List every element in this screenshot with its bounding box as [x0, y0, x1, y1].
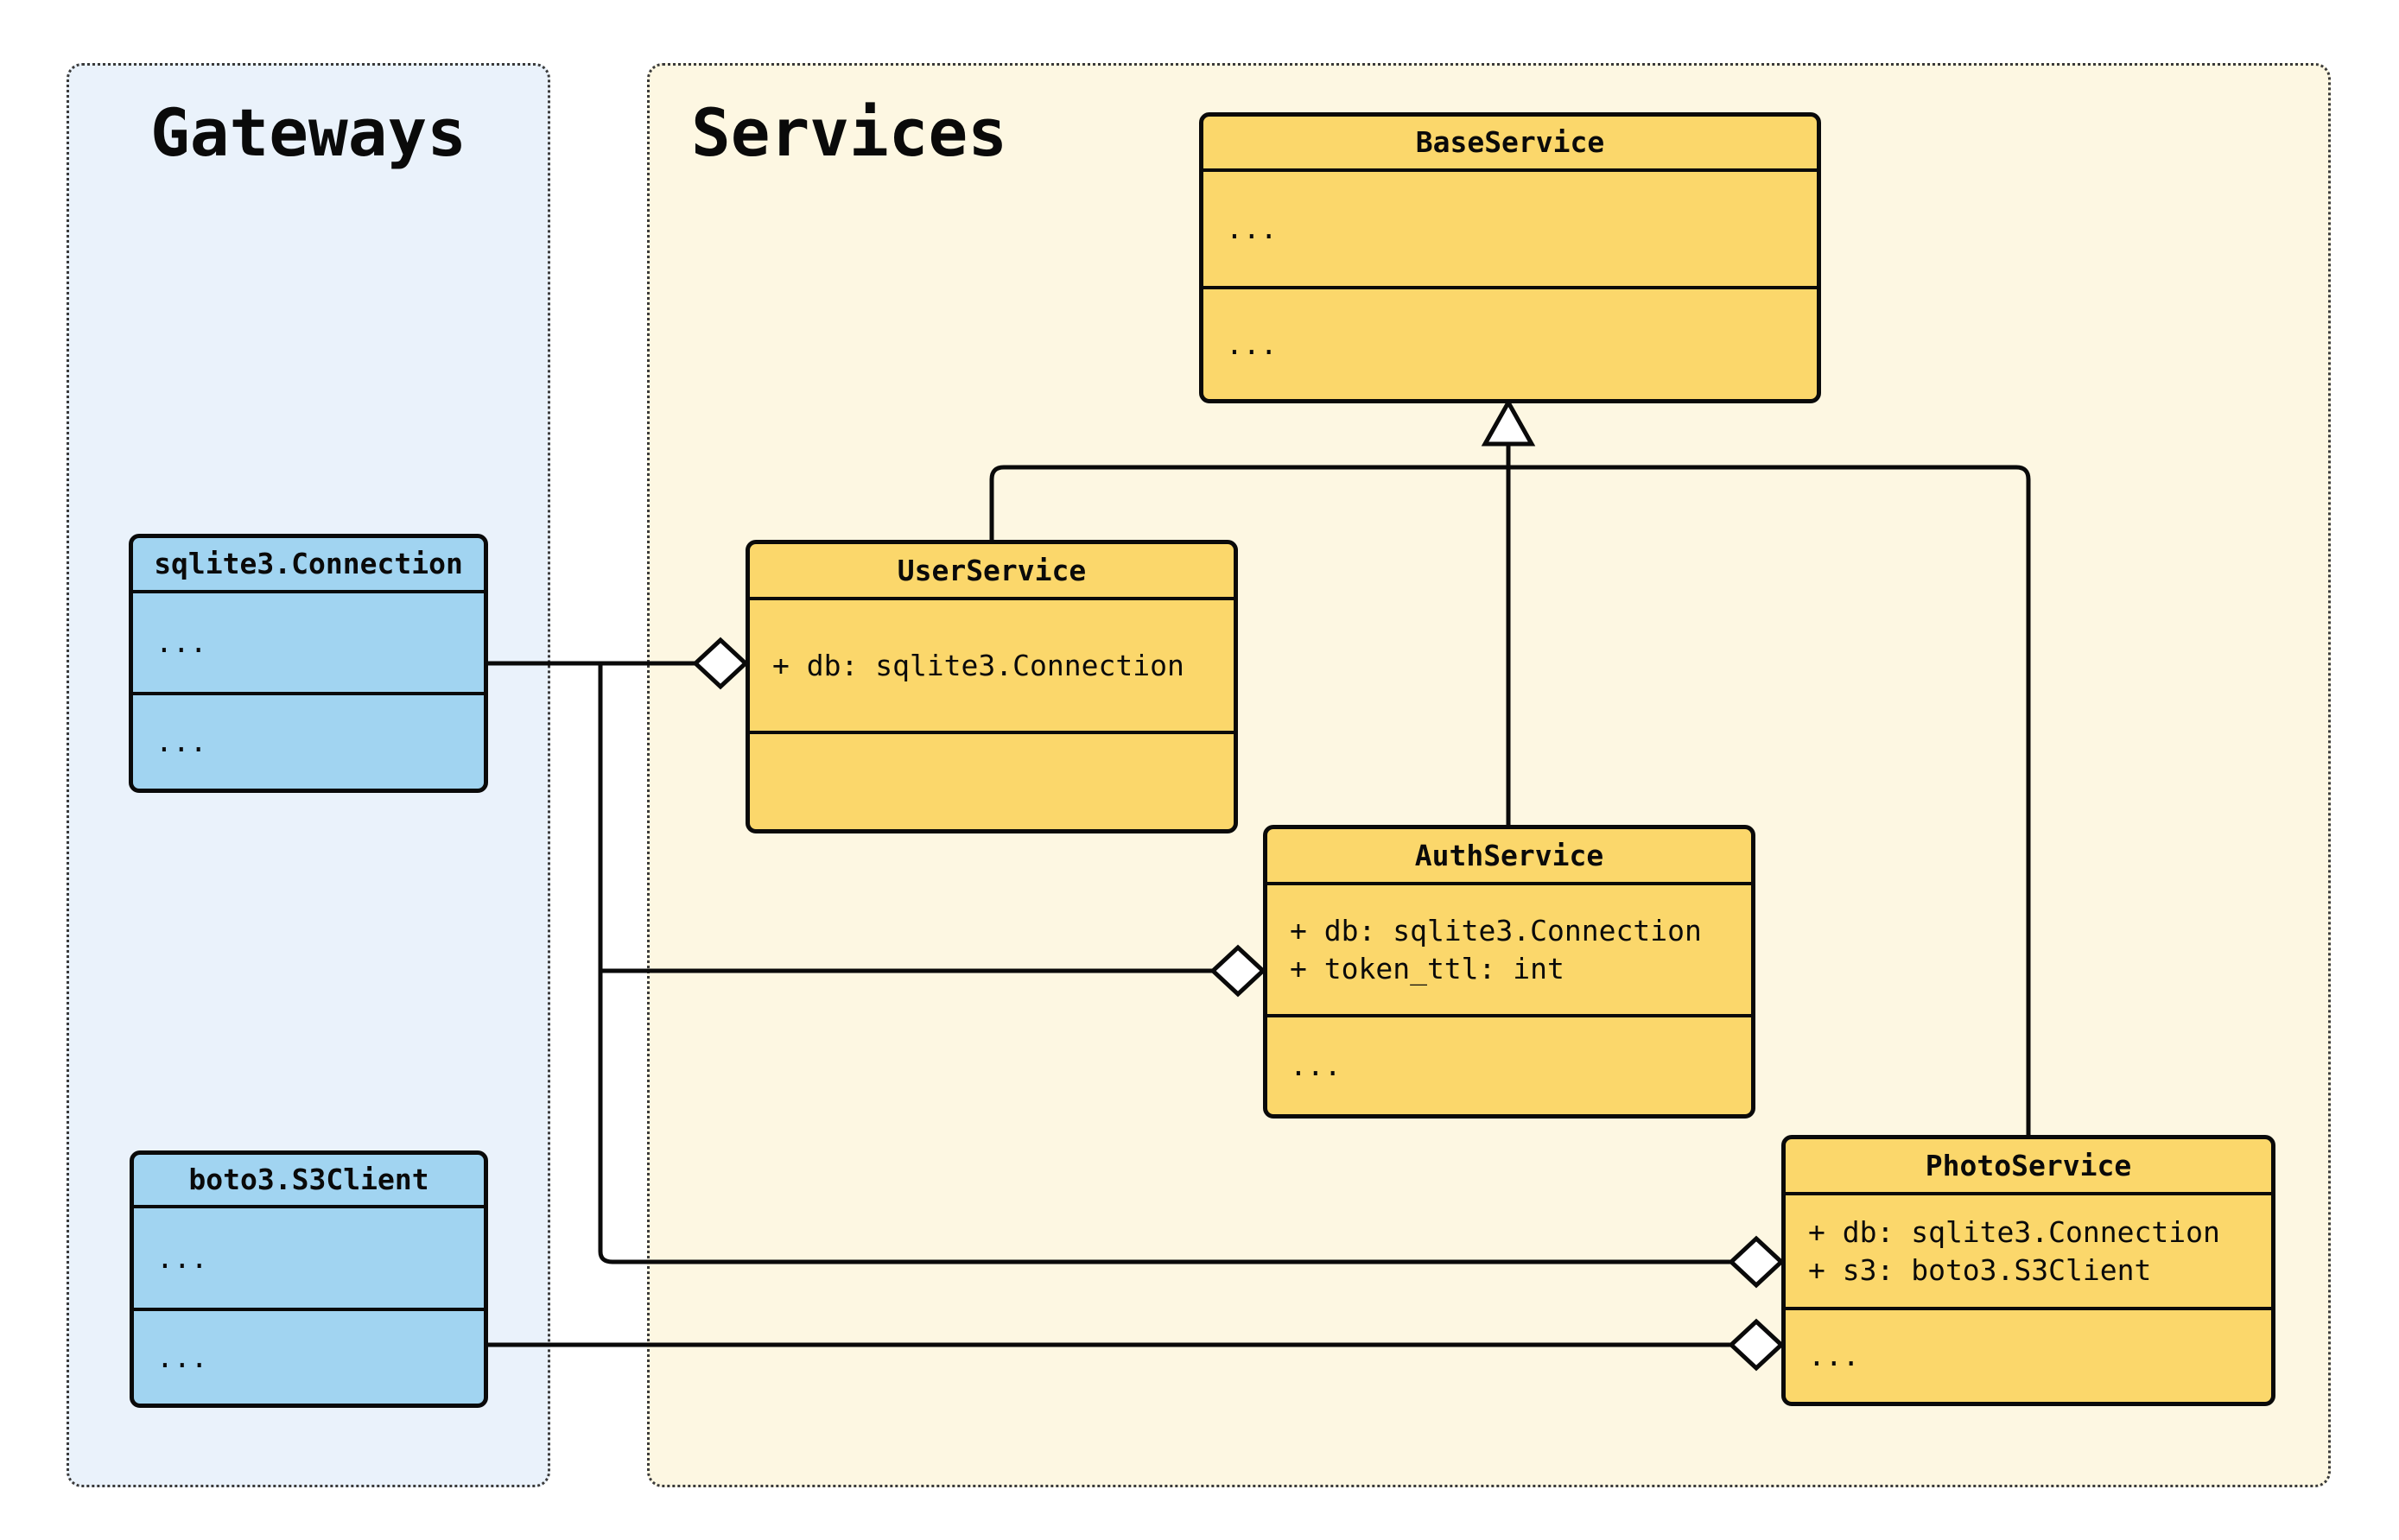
attribute-line: ... [1226, 212, 1278, 245]
attributes-compartment: + db: sqlite3.Connection + s3: boto3.S3C… [1786, 1192, 2271, 1307]
attributes-compartment: + db: sqlite3.Connection + token_ttl: in… [1267, 882, 1751, 1014]
attributes-compartment: ... [134, 1205, 484, 1308]
attribute-line: + db: sqlite3.Connection [1290, 913, 1702, 947]
attribute-line: + db: sqlite3.Connection [1808, 1214, 2220, 1249]
method-line: ... [156, 1340, 208, 1374]
aggregation-diamond-photoservice-db [1728, 1235, 1785, 1289]
methods-compartment: ... [1786, 1307, 2271, 1402]
attribute-line: ... [155, 625, 207, 659]
attribute-line: + s3: boto3.S3Client [1808, 1252, 2152, 1287]
class-name-sqlite3-connection: sqlite3.Connection [154, 547, 463, 580]
class-box-sqlite3-connection: sqlite3.Connection ... ... [129, 534, 488, 793]
attribute-line: + db: sqlite3.Connection [772, 648, 1184, 682]
class-name-userservice: UserService [897, 553, 1087, 587]
class-box-userservice: UserService + db: sqlite3.Connection [746, 540, 1238, 833]
class-box-authservice: AuthService + db: sqlite3.Connection + t… [1263, 825, 1755, 1119]
class-box-baseservice: BaseService ... ... [1199, 112, 1821, 403]
method-line: ... [155, 725, 207, 758]
class-box-photoservice: PhotoService + db: sqlite3.Connection + … [1781, 1135, 2275, 1406]
methods-compartment: ... [1203, 286, 1817, 399]
panel-gateways-title: Gateways [149, 94, 467, 171]
method-line: ... [1808, 1339, 1860, 1372]
attributes-compartment: ... [133, 590, 484, 692]
class-name-photoservice: PhotoService [1925, 1148, 2132, 1182]
aggregation-diamond-userservice [692, 637, 749, 690]
attributes-compartment: + db: sqlite3.Connection [750, 597, 1234, 731]
aggregation-diamond-authservice [1209, 944, 1266, 998]
method-line: ... [1290, 1049, 1342, 1082]
methods-compartment: ... [133, 692, 484, 789]
aggregation-diamond-photoservice-s3 [1728, 1318, 1785, 1372]
attribute-line: ... [156, 1240, 208, 1275]
attribute-line: + token_ttl: int [1290, 951, 1564, 985]
aggregation-branch-trunk-line [598, 663, 1730, 1264]
class-box-boto3-s3client: boto3.S3Client ... ... [130, 1150, 488, 1408]
generalization-triangle-icon [1481, 397, 1536, 447]
method-line: ... [1226, 326, 1278, 361]
class-name-authservice: AuthService [1414, 838, 1604, 872]
class-name-boto3-s3client: boto3.S3Client [188, 1163, 429, 1196]
class-name-baseservice: BaseService [1415, 125, 1605, 159]
methods-compartment [750, 731, 1234, 829]
attributes-compartment: ... [1203, 168, 1817, 286]
panel-services-title: Services [691, 94, 1008, 171]
methods-compartment: ... [1267, 1014, 1751, 1114]
methods-compartment: ... [134, 1308, 484, 1404]
